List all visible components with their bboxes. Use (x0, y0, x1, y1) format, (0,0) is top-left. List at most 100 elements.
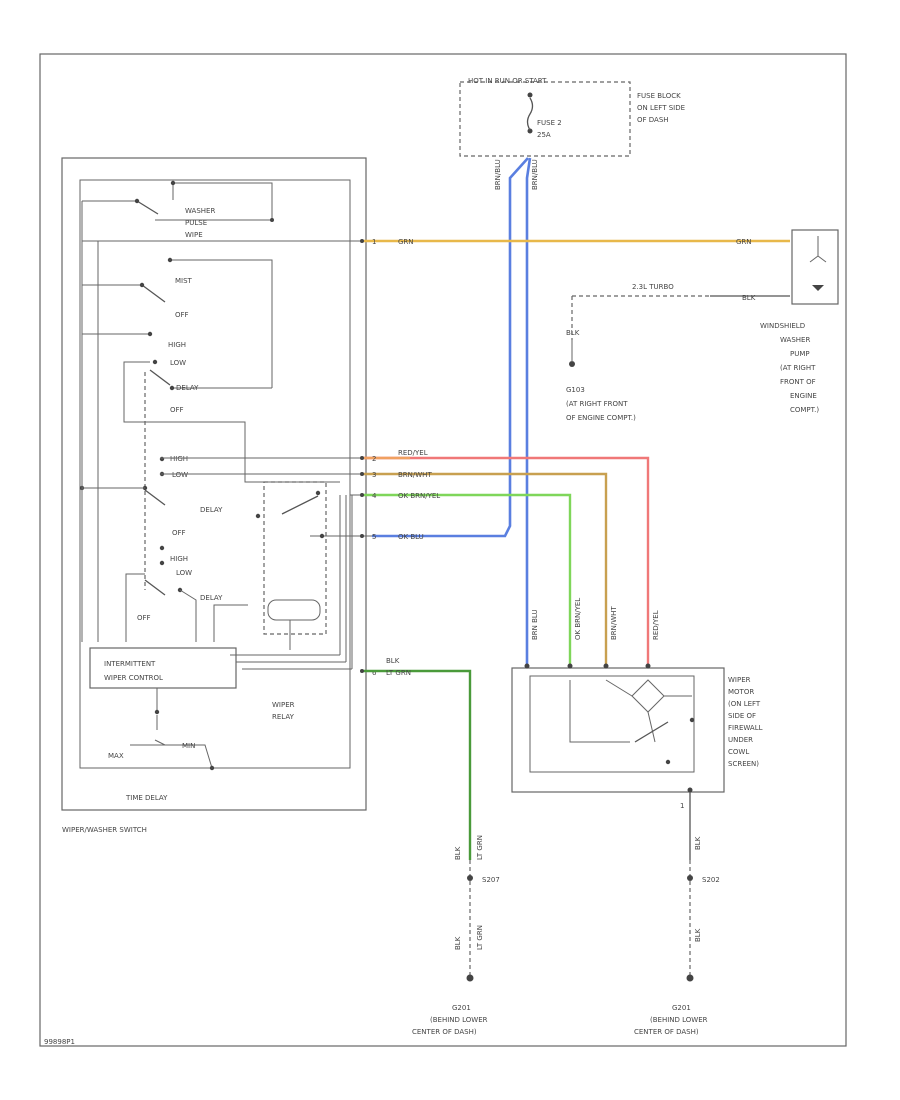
washer-label-3: WIPE (185, 231, 203, 239)
wiper-relay: WIPER RELAY (230, 481, 353, 721)
left-wire-a-1: BLK (454, 846, 462, 860)
motor-label-8: SCREEN) (728, 760, 759, 768)
motor-wire-4: RED/YEL (652, 610, 660, 640)
footer-code: 99898P1 (44, 1038, 75, 1046)
motor-label-6: UNDER (728, 736, 753, 744)
g103-loc-2: OF ENGINE COMPT.) (566, 414, 636, 422)
wire-brn-blu-to-motor (525, 157, 532, 664)
delay-label-1: DELAY (176, 384, 199, 392)
g103-loc-1: (AT RIGHT FRONT (566, 400, 628, 408)
washer-pulse-switch: WASHER PULSE WIPE (82, 180, 274, 239)
pump-label-1: WINDSHIELD (760, 322, 805, 330)
pump-label-4: (AT RIGHT (780, 364, 816, 372)
washer-pump-circuit: 1 GRN GRN 2.3L TURBO BLK BLK WINDSHIELD … (362, 229, 839, 422)
off-label-2: OFF (170, 406, 184, 414)
right-wire-a: BLK (694, 836, 702, 850)
off-label-3: OFF (172, 529, 186, 537)
left-ground-loc-1: (BEHIND LOWER (430, 1016, 488, 1024)
motor-label-1: WIPER (728, 676, 751, 684)
motor-wire-2: OK BRN/YEL (574, 598, 582, 640)
right-wire-b: BLK (694, 928, 702, 942)
washer-label-2: PULSE (185, 219, 207, 227)
left-ground-id: G201 (452, 1004, 471, 1012)
pump-label-2: WASHER (780, 336, 810, 344)
wire-brn-wht (362, 472, 608, 664)
delay-label-3: DELAY (200, 594, 223, 602)
fuse-block: HOT IN RUN OR START FUSE 2 25A FUSE BLOC… (459, 77, 685, 157)
left-splice: S207 (482, 876, 500, 884)
pin-5: 5 (372, 533, 376, 541)
wiper-relay-label-1: WIPER (272, 701, 295, 709)
wire-red-yel (362, 456, 650, 664)
off-label-1: OFF (175, 311, 189, 319)
delay-label-2: DELAY (200, 506, 223, 514)
wire-brn-blu-to-switch (372, 157, 529, 538)
motor-label-2: MOTOR (728, 688, 754, 696)
fuse-block-location-2: ON LEFT SIDE (637, 104, 685, 112)
grn-wire-right-label: GRN (736, 238, 752, 246)
pump-label-3: PUMP (790, 350, 810, 358)
mist-label: MIST (175, 277, 193, 285)
pin-2: 2 (372, 455, 376, 463)
pin-6: 6 (372, 669, 377, 677)
motor-wire-1: BRN BLU (531, 609, 539, 640)
left-ground-loc-2: CENTER OF DASH) (412, 1028, 477, 1036)
low-label-3: LOW (176, 569, 192, 577)
connector-marks (360, 239, 364, 673)
pump-label-5: FRONT OF (780, 378, 816, 386)
wiper-washer-switch-box (61, 157, 367, 811)
low-label-2: LOW (172, 471, 188, 479)
wiper-motor: WIPER MOTOR (ON LEFT SIDE OF FIREWALL UN… (511, 663, 763, 810)
speed-switch-1: HIGH LOW DELAY OFF (82, 331, 272, 590)
fuse-block-location-3: OF DASH (637, 116, 669, 124)
blk-lt-grn-label-1: BLK (386, 657, 400, 665)
intermittent-label-2: WIPER CONTROL (104, 674, 163, 682)
right-splice: S202 (702, 876, 720, 884)
motor-label-3: (ON LEFT (728, 700, 761, 708)
pump-wire-label: BLK (742, 294, 756, 302)
fuse-wire-left-label: BRN/BLU (494, 159, 502, 190)
washer-label-1: WASHER (185, 207, 215, 215)
left-wire-b-1: BLK (454, 936, 462, 950)
motor-label-4: SIDE OF (728, 712, 756, 720)
max-label: MAX (108, 752, 124, 760)
mist-switch: MIST OFF (82, 257, 273, 388)
left-wire-b-2: LT GRN (476, 925, 484, 950)
motor-wire-3: BRN/WHT (610, 606, 618, 640)
speed-switch-3: HIGH LOW DELAY OFF (125, 545, 248, 642)
fuse-block-location-1: FUSE BLOCK (637, 92, 681, 100)
high-label-3: HIGH (170, 555, 188, 563)
min-label: MIN (182, 742, 195, 750)
grn-wire-label: GRN (398, 238, 414, 246)
right-ground-loc-1: (BEHIND LOWER (650, 1016, 708, 1024)
intermittent-label-1: INTERMITTENT (104, 660, 156, 668)
ok-brn-yel-label: OK BRN/YEL (398, 492, 440, 500)
speed-switch-2: HIGH LOW DELAY OFF (79, 455, 223, 537)
turbo-label: 2.3L TURBO (632, 283, 674, 291)
red-yel-label: RED/YEL (398, 449, 428, 457)
blk-lt-grn-label-2: LT GRN (386, 669, 411, 677)
switch-title: WIPER/WASHER SWITCH (62, 826, 147, 834)
high-label-1: HIGH (168, 341, 186, 349)
wiper-relay-label-2: RELAY (272, 713, 295, 721)
right-ground-id: G201 (672, 1004, 691, 1012)
g103-id: G103 (566, 386, 585, 394)
motor-label-5: FIREWALL (728, 724, 763, 732)
right-ground-circuit: BLK S202 BLK G201 (BEHIND LOWER CENTER O… (634, 792, 720, 1036)
fuse-rating: 25A (537, 131, 551, 139)
pump-label-7: COMPT.) (790, 406, 819, 414)
fuse-hot-label: HOT IN RUN OR START (468, 77, 547, 85)
motor-label-7: COWL (728, 748, 749, 756)
right-ground-loc-2: CENTER OF DASH) (634, 1028, 699, 1036)
pin-3: 3 (372, 471, 376, 479)
motor-pin: 1 (680, 802, 684, 810)
diagram-frame (39, 53, 847, 1047)
pin-1: 1 (372, 238, 376, 246)
high-label-2: HIGH (170, 455, 188, 463)
time-delay-label: TIME DELAY (125, 794, 168, 802)
brn-wht-label: BRN/WHT (398, 471, 432, 479)
fuse-wire-right-label: BRN/BLU (531, 159, 539, 190)
low-label-1: LOW (170, 359, 186, 367)
pin-4: 4 (372, 492, 377, 500)
